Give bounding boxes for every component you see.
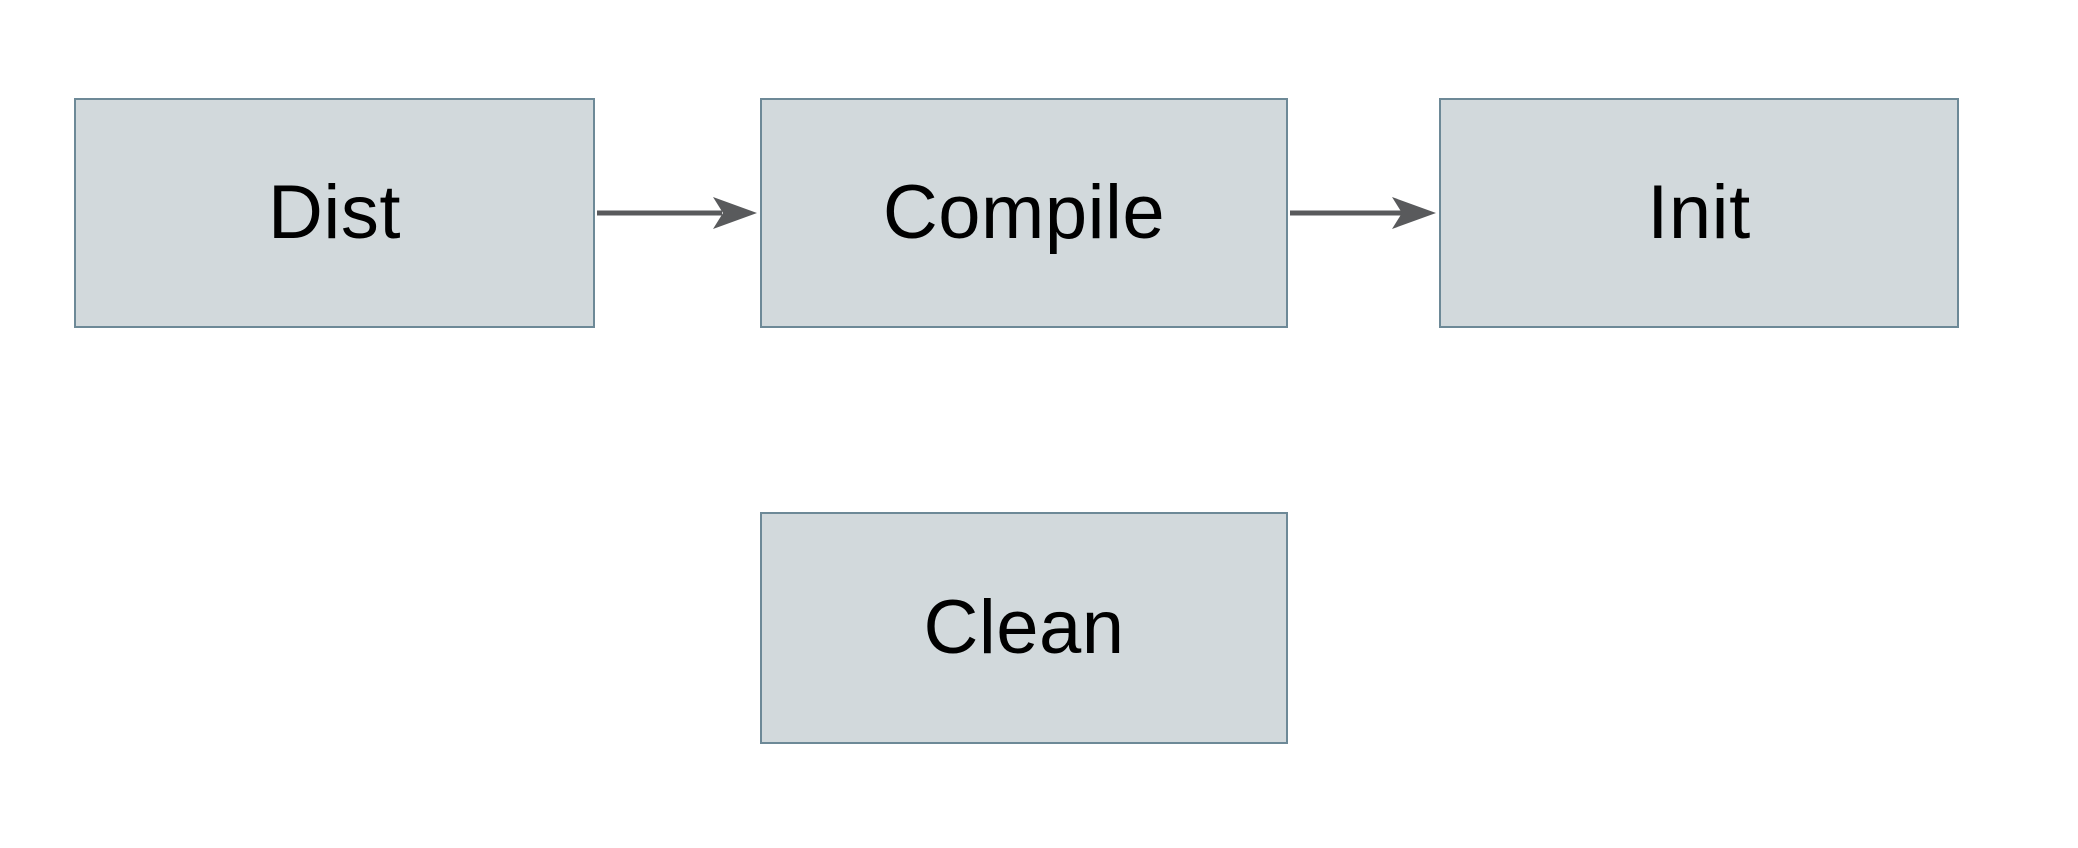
node-clean-label: Clean: [923, 585, 1125, 670]
node-clean[interactable]: Clean: [760, 512, 1288, 744]
node-compile[interactable]: Compile: [760, 98, 1288, 328]
node-dist[interactable]: Dist: [74, 98, 595, 328]
arrow-dist-to-compile[interactable]: [597, 197, 757, 229]
arrow-compile-to-init[interactable]: [1290, 197, 1436, 229]
node-init-label: Init: [1647, 170, 1751, 255]
node-compile-label: Compile: [882, 170, 1166, 255]
node-init[interactable]: Init: [1439, 98, 1959, 328]
node-dist-label: Dist: [268, 170, 401, 255]
